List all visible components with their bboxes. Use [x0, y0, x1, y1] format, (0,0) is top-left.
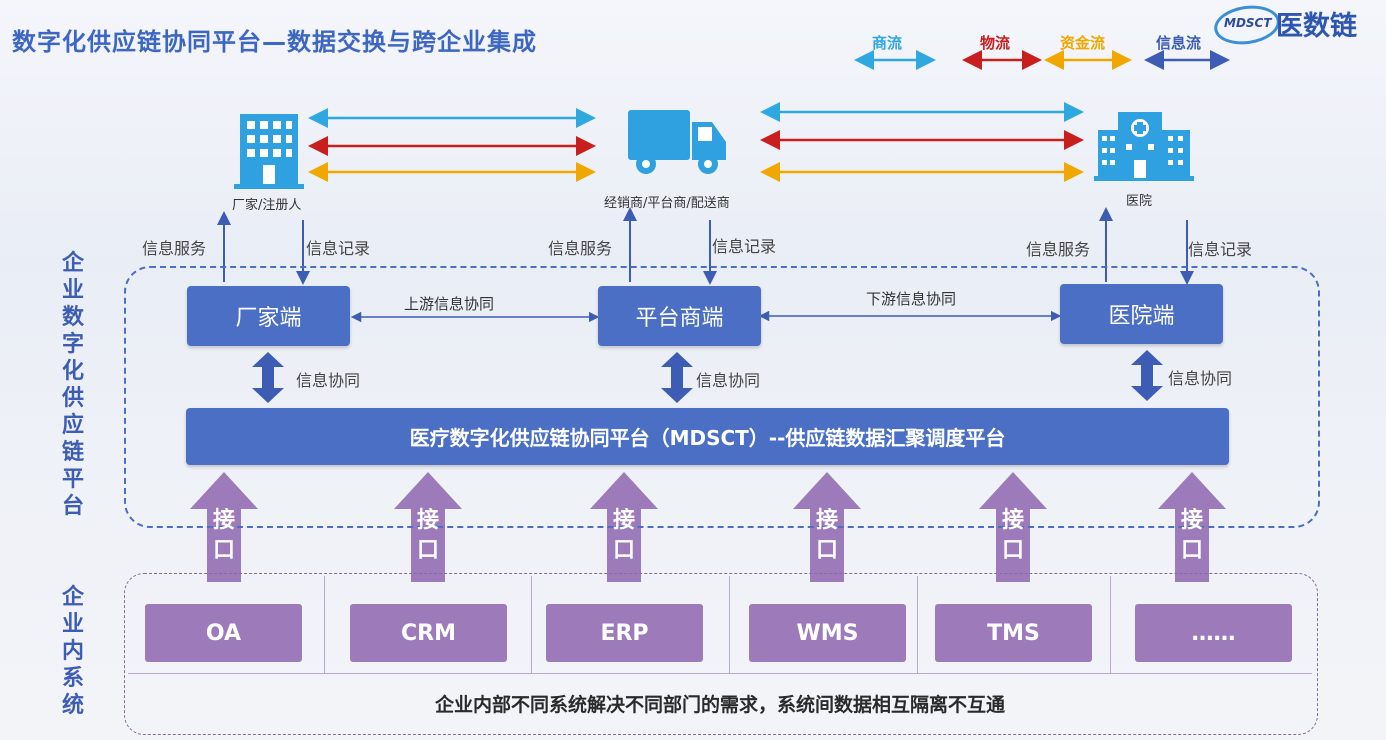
legend-info: 信息流 — [1156, 34, 1202, 52]
interface-label-3: 接口 — [612, 508, 635, 563]
collab-label-3: 信息协同 — [1168, 369, 1233, 388]
hospital-icon — [1094, 112, 1194, 181]
hospital-endpoint: 医院端 — [1060, 284, 1223, 344]
collab-label-1: 信息协同 — [296, 371, 361, 390]
platform-endpoint: 平台商端 — [598, 286, 761, 346]
system-more: …… — [1135, 604, 1292, 662]
system-divider — [1110, 576, 1111, 673]
info-service-label-2: 信息服务 — [548, 239, 613, 258]
legend-capital: 资金流 — [1060, 34, 1106, 52]
interface-label-5: 接口 — [1001, 508, 1024, 563]
system-divider — [531, 576, 532, 673]
collab-arrow-hospital — [1131, 350, 1163, 401]
legend-logistics: 物流 — [980, 34, 1011, 52]
truck-icon — [628, 110, 726, 174]
internal-systems-region — [124, 573, 1318, 735]
collab-arrow-manufacturer — [252, 352, 284, 403]
info-record-label-2: 信息记录 — [712, 237, 777, 256]
side-label-internal: 企业内系统 — [61, 585, 84, 718]
interface-label-6: 接口 — [1180, 508, 1203, 563]
info-service-label-1: 信息服务 — [142, 239, 207, 258]
building-icon — [234, 114, 304, 189]
interface-label-4: 接口 — [815, 508, 838, 563]
entity-hospital-label: 医院 — [1126, 194, 1153, 209]
logo-name: 医数链 — [1276, 11, 1357, 42]
system-oa: OA — [145, 604, 302, 662]
upstream-label: 上游信息协同 — [404, 295, 495, 313]
system-tms: TMS — [935, 604, 1092, 662]
interface-label-1: 接口 — [212, 508, 235, 563]
entity-distributor-label: 经销商/平台商/配送商 — [604, 196, 730, 211]
downstream-label: 下游信息协同 — [866, 290, 957, 308]
legend-commerce: 商流 — [872, 34, 903, 52]
collab-label-2: 信息协同 — [696, 371, 761, 390]
system-wms: WMS — [749, 604, 906, 662]
info-record-label-3: 信息记录 — [1188, 240, 1253, 259]
entity-manufacturer-label: 厂家/注册人 — [232, 198, 302, 213]
bottom-note: 企业内部不同系统解决不同部门的需求，系统间数据相互隔离不互通 — [434, 694, 1005, 716]
info-record-label-1: 信息记录 — [306, 239, 371, 258]
page-title: 数字化供应链协同平台—数据交换与跨企业集成 — [12, 28, 537, 56]
enterprise-platform-region — [124, 266, 1320, 528]
interface-label-2: 接口 — [416, 508, 439, 563]
collab-arrow-platform — [661, 352, 693, 403]
system-crm: CRM — [350, 604, 507, 662]
system-divider — [917, 576, 918, 673]
system-divider — [324, 576, 325, 673]
side-label-platform: 企业数字化供应链平台 — [61, 251, 84, 519]
manufacturer-endpoint: 厂家端 — [187, 286, 350, 346]
mdsct-platform-bar: 医疗数字化供应链协同平台（MDSCT）--供应链数据汇聚调度平台 — [186, 408, 1229, 465]
system-divider — [729, 576, 730, 673]
system-erp: ERP — [546, 604, 703, 662]
info-service-label-3: 信息服务 — [1026, 240, 1091, 259]
system-row-divider — [128, 673, 1312, 674]
logo-mark: MDSCT — [1224, 16, 1272, 30]
